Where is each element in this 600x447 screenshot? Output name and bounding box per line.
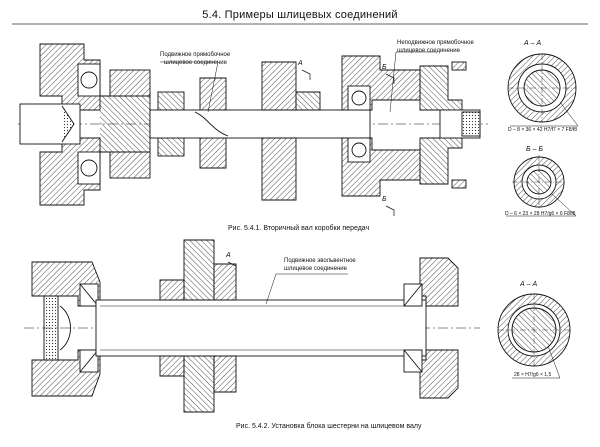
- fig1-right-bearing-ball-bottom: [351, 142, 367, 158]
- fig1-section-bb-title: Б – Б: [526, 146, 543, 153]
- fig1-gear3-bottom: [261, 137, 297, 201]
- fig1-cut-b-bottom-mark: [385, 205, 395, 216]
- fig1-gear2-bottom: [199, 137, 227, 169]
- fig2-gear-hub-top: [159, 279, 185, 301]
- fig1-cut-b-letter-bottom: Б: [382, 196, 387, 203]
- fig1-section-aa-leader: [510, 101, 579, 127]
- fig1-cut-a-mark: [301, 69, 311, 80]
- fig1-right-bearing-ball-top: [351, 90, 367, 106]
- fig1-left-bearing-ball-top: [80, 71, 98, 89]
- fig2-cut-a-letter: А: [226, 252, 231, 259]
- fig2-caption: Рис. 5.4.2. Установка блока шестерни на …: [236, 423, 422, 430]
- page-title: 5.4. Примеры шлицевых соединений: [202, 9, 398, 21]
- fig1-right-bearing-top: [347, 85, 371, 111]
- fig1-leader-fixed: [389, 51, 436, 113]
- fig1-label-movable-line2: шлицевое соединение: [164, 60, 227, 66]
- fig1-gear2-top: [199, 77, 227, 111]
- fig1-bolt-bottom: [451, 179, 467, 189]
- fig2-cut-a-mark: [227, 261, 237, 272]
- fig2-left-roller-top: [79, 283, 99, 307]
- fig2-gear-hub-bottom: [159, 355, 185, 377]
- fig1-section-aa: [507, 53, 579, 127]
- fig2-section-aa: [497, 293, 571, 379]
- fig1-label-movable-line1: Подвижное прямобочное: [160, 52, 231, 58]
- fig1-flange-top: [419, 65, 463, 111]
- fig1-cut-a-letter: А: [298, 60, 303, 67]
- fig1-main-shaft: [149, 109, 371, 139]
- fig1-gear1-bottom: [109, 151, 151, 179]
- fig1-label-fixed-line1: Неподвижное прямобочное: [397, 40, 474, 46]
- fig1-caption: Рис. 5.4.1. Вторичный вал коробки переда…: [228, 225, 370, 232]
- fig2-right-roller-top: [403, 283, 423, 307]
- fig2-right-roller-bottom: [403, 349, 423, 373]
- fig2-section-aa-title: А – А: [520, 281, 538, 288]
- fig2-gear-small-bottom: [213, 355, 237, 393]
- fig1-break-line: [194, 111, 229, 137]
- fig1-sleeve-bottom: [157, 137, 185, 157]
- fig2-left-roller-bottom: [79, 349, 99, 373]
- fig2-shaft: [95, 299, 427, 357]
- figure1-assembly: [18, 43, 488, 216]
- fig1-bolt-top: [451, 61, 467, 71]
- fig1-section-bb-leader: [506, 193, 577, 217]
- fig2-section-aa-spec: 28 × H7/g6 × 1,5: [514, 372, 552, 378]
- fig1-left-cone: [61, 105, 75, 143]
- fig2-left-cap: [43, 295, 59, 361]
- fig1-sleeve-top: [157, 91, 185, 111]
- fig1-left-bearing-top: [77, 63, 101, 97]
- fig1-gear1-top: [109, 69, 151, 97]
- figure2-assembly: [24, 239, 480, 413]
- fig1-right-bearing-bottom: [347, 137, 371, 163]
- fig1-section-bb: [506, 155, 577, 217]
- fig2-label-movable-line1: Подвижное эвольвентное: [284, 258, 356, 264]
- fig1-label-fixed-line2: шлицевое соединение: [397, 48, 460, 54]
- fig2-leader-movable: [265, 273, 348, 305]
- fig1-leader-movable: [160, 61, 219, 113]
- fig2-gear-block-bottom: [183, 355, 215, 413]
- fig1-cut-b-letter-top: Б: [382, 64, 387, 71]
- fig1-left-bearing-ball-bottom: [80, 159, 98, 177]
- fig2-gear-small-top: [213, 263, 237, 301]
- fig1-section-aa-title: А – А: [524, 40, 542, 47]
- fig1-gear-hub-left: [100, 95, 151, 153]
- fig1-left-bearing-bottom: [77, 151, 101, 185]
- fig1-cut-b-top-mark: [385, 73, 395, 84]
- fig1-nut: [461, 111, 481, 137]
- fig1-gear3-top: [261, 61, 297, 111]
- fig2-section-aa-leader: [512, 345, 561, 379]
- fig2-housing-right-bottom: [419, 349, 459, 399]
- fig1-gear3-hub: [295, 91, 321, 111]
- page-header: 5.4. Примеры шлицевых соединений: [0, 0, 600, 22]
- fig1-section-bb-spec: D – 6 × 23 × 28 H7/g6 × 6 F8/f8: [505, 211, 576, 217]
- fig1-flange-bottom: [419, 137, 463, 185]
- fig2-housing-right-top: [419, 257, 459, 307]
- fig2-label-movable-line2: шлицевое соединение: [284, 266, 347, 272]
- fig2-left-dome: [59, 305, 71, 351]
- fig1-section-aa-spec: D – 8 × 36 × 42 H7/f7 × 7 F8/f8: [508, 127, 578, 133]
- fig2-gear-block-top: [183, 239, 215, 301]
